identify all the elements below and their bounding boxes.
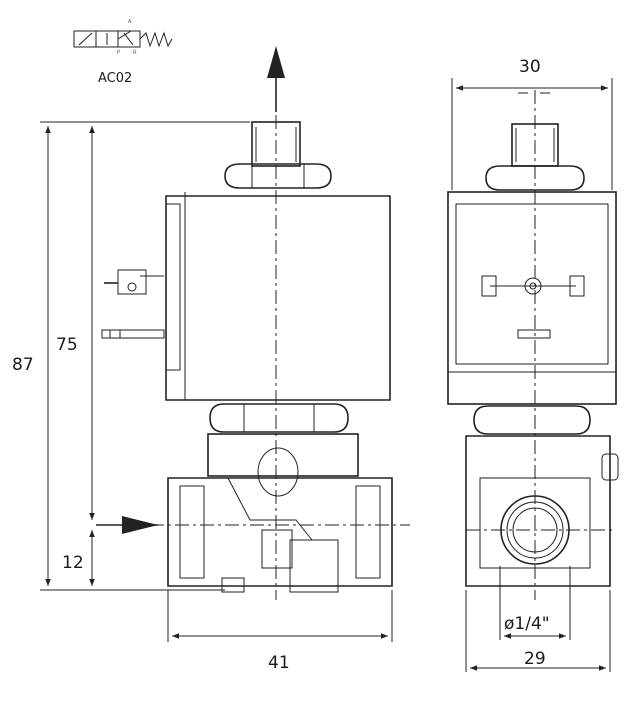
dimension-body-length: 41 (268, 653, 290, 673)
dimension-coil-width: 30 (519, 57, 541, 77)
front-dimensions: 87 75 12 41 (12, 121, 393, 673)
svg-text:R: R (133, 50, 137, 56)
dimension-coil-height: 75 (56, 335, 78, 355)
dimension-overall-height: 87 (12, 355, 34, 375)
symbol-code: AC02 (98, 71, 132, 86)
valve-symbol: A P R AC02 (73, 19, 173, 86)
svg-text:A: A (128, 19, 132, 25)
front-view (96, 46, 410, 600)
side-view (447, 90, 619, 600)
dimension-body-width: 29 (524, 649, 546, 669)
dimension-port-height: 12 (62, 553, 84, 573)
svg-text:P: P (117, 50, 120, 56)
side-dimensions: 30 ø1/4" 29 (451, 57, 613, 672)
dimension-port-thread: ø1/4" (504, 614, 550, 634)
